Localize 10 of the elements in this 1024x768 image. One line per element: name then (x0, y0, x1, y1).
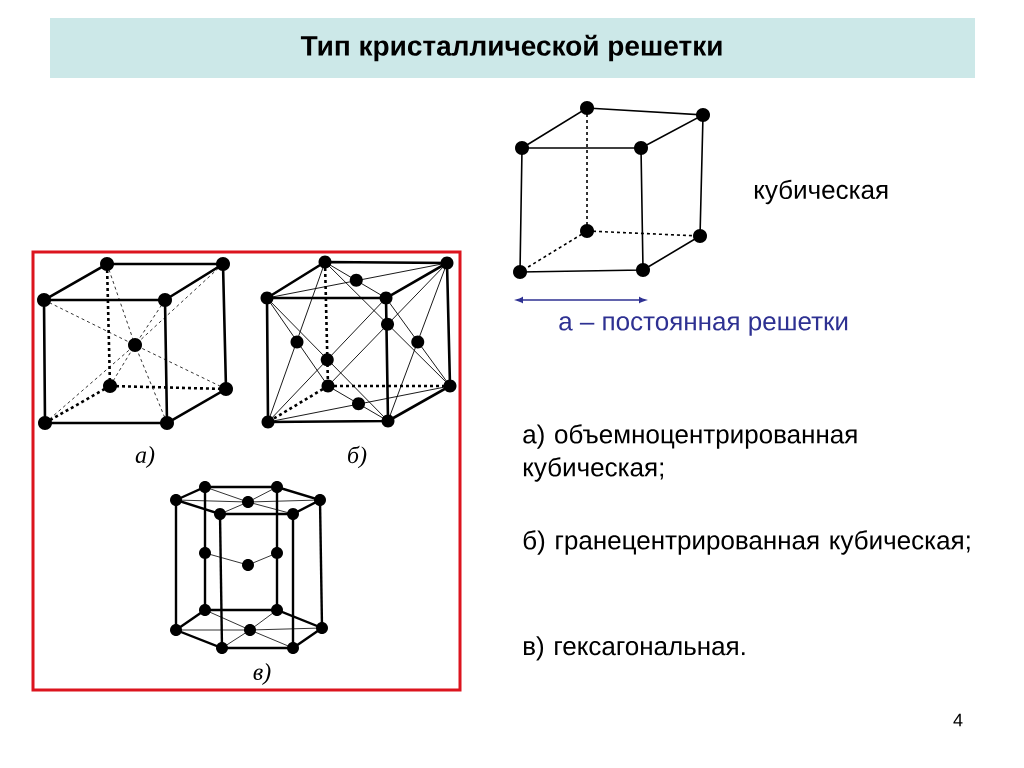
caption-text: б) гранецентрированная кубическая; (523, 530, 970, 555)
caption-text: в) гексагональная. (524, 636, 745, 661)
figure-label: б) (348, 445, 367, 469)
figure-label: в) (253, 663, 271, 685)
caption-text: а) объемноцентрированная кубическая; (523, 424, 857, 482)
figure-label: а) (135, 446, 155, 468)
caption-text: кубическая (754, 179, 888, 205)
caption-text: а – постоянная решетки (559, 316, 848, 336)
title-banner: Тип кристаллической решетки (50, 18, 975, 78)
page-number: 4 (953, 713, 963, 727)
